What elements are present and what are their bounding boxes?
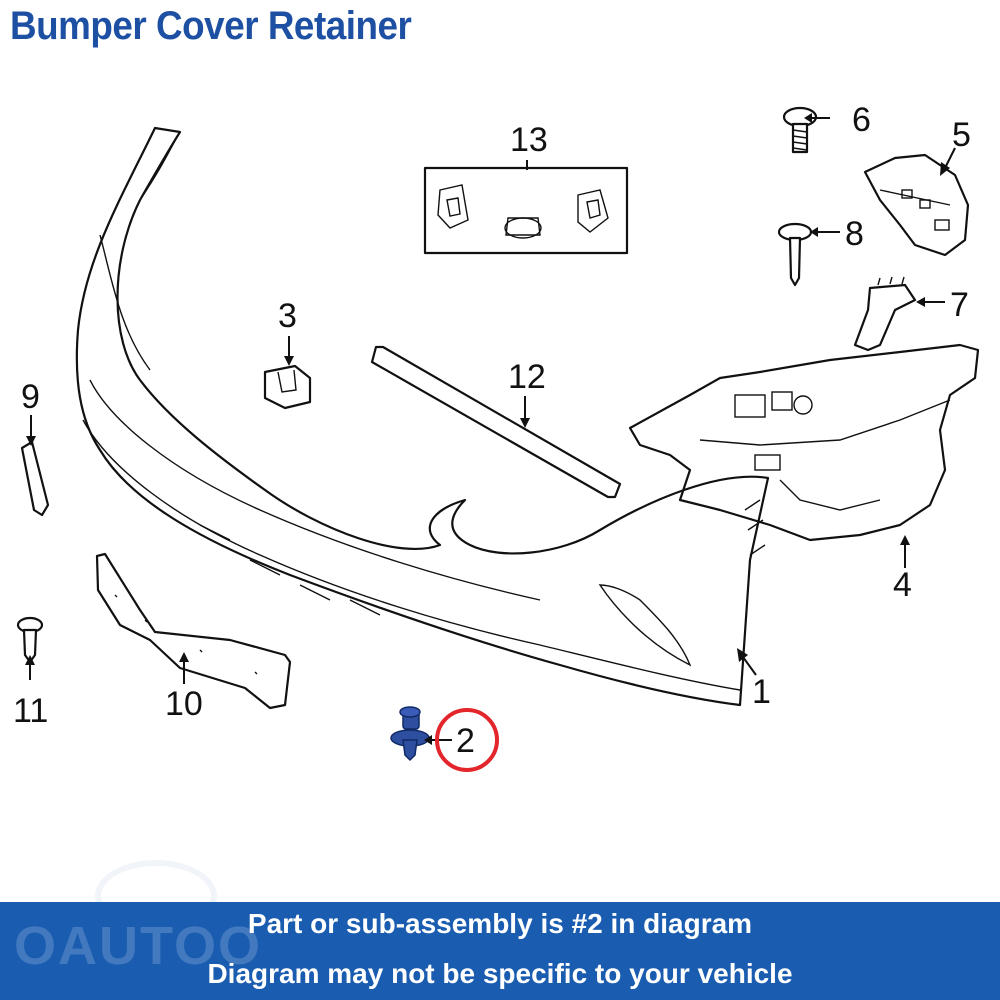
callout-11: 11 (13, 692, 48, 730)
callout-5: 5 (952, 116, 971, 154)
callout-4: 4 (893, 566, 912, 604)
arrow-6 (804, 113, 812, 123)
callout-8: 8 (845, 215, 864, 253)
arrow-12 (520, 418, 530, 428)
side-bracket-part-5 (863, 153, 970, 257)
arrow-4 (900, 535, 910, 545)
bumper-cover-part-1 (75, 126, 770, 707)
arrow-7 (916, 297, 925, 307)
clip-part-7 (853, 276, 917, 352)
callout-13: 13 (510, 121, 548, 159)
arrow-5 (940, 162, 950, 176)
callout-12: 12 (508, 358, 546, 396)
callout-6: 6 (852, 101, 871, 139)
arrow-9 (26, 436, 36, 446)
callout-10: 10 (165, 685, 203, 723)
highlight-circle (435, 708, 499, 772)
banner-line-1: Part or sub-assembly is #2 in diagram (247, 908, 753, 939)
retainer-part-2 (390, 706, 430, 762)
watermark-ring (95, 860, 217, 932)
bumper-bracket-part-4 (628, 343, 980, 542)
bolt-part-8 (777, 222, 813, 287)
callout-1: 1 (752, 673, 771, 711)
arrow-10 (179, 652, 189, 662)
arrow-11 (25, 655, 35, 665)
callout-7: 7 (950, 286, 969, 324)
cover-cap-part-9 (20, 440, 50, 517)
bolt-part-6 (782, 106, 818, 154)
callout-2: 2 (456, 722, 475, 760)
page-title: Bumper Cover Retainer (10, 4, 412, 48)
arrow-3 (284, 356, 294, 366)
arrow-2 (424, 735, 432, 745)
brand-watermark: OAUTOO (14, 916, 263, 976)
arrow-8 (810, 227, 818, 237)
kit-box-part-13 (423, 166, 629, 255)
callout-3: 3 (278, 297, 297, 335)
strip-part-12 (370, 345, 622, 499)
arrow-1 (737, 648, 748, 662)
clip-nut-part-3 (263, 364, 312, 410)
callout-9: 9 (21, 378, 40, 416)
banner-line-2: Diagram may not be specific to your vehi… (207, 958, 793, 989)
screw-part-11 (16, 616, 44, 664)
info-banner: Part or sub-assembly is #2 in diagram Di… (0, 902, 1000, 1000)
license-bracket-part-10 (95, 552, 292, 710)
